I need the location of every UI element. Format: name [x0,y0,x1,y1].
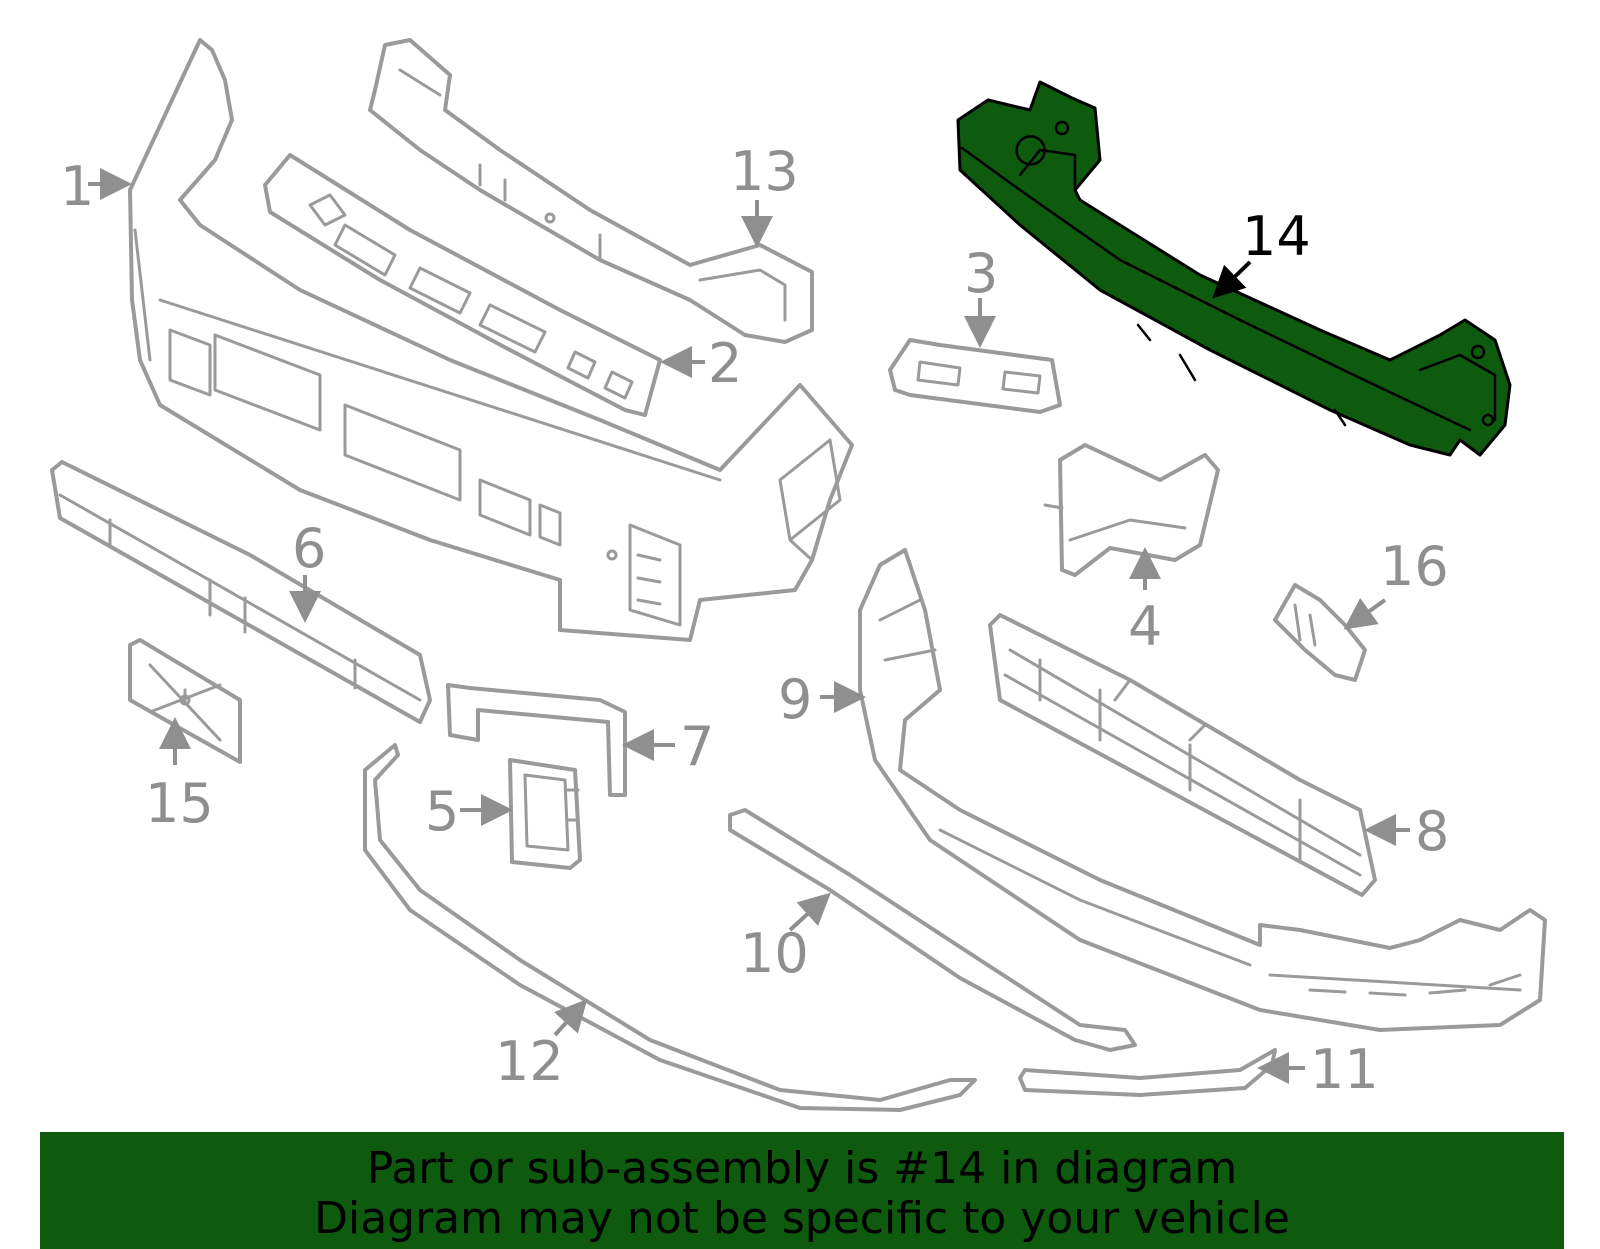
part-11-small-trim [1018,1048,1277,1097]
part-10-trim-strip [728,808,1137,1052]
callout-15: 15 [145,772,214,835]
banner-line-part: Part or sub-assembly is #14 in diagram [366,1143,1238,1194]
part-13-upper-absorber [368,38,814,344]
part-7-side-bracket [446,683,627,797]
part-4-air-duct [1043,443,1220,577]
part-2-grille-support [263,153,662,417]
info-banner: Part or sub-assembly is #14 in diagram D… [40,1132,1564,1249]
part-8-lower-grille [988,613,1377,897]
callout-8: 8 [1415,800,1449,863]
callout-9: 9 [778,668,812,731]
part-15-plate-bracket [128,638,242,764]
part-16-bracket [1273,583,1367,682]
callout-7: 7 [680,715,714,778]
callout-4: 4 [1128,595,1162,658]
callout-labels: 1 2 3 4 5 6 7 8 9 10 11 12 13 14 15 16 [60,140,1449,1101]
callout-14: 14 [1242,205,1311,268]
part-6-lower-strip [50,460,432,724]
callout-13: 13 [730,140,799,203]
callout-10: 10 [740,922,809,985]
callout-6: 6 [292,517,326,580]
part-1-bumper-cover [128,38,854,642]
callout-12: 12 [495,1030,564,1093]
callout-leaders [88,168,1410,1084]
part-5-lamp-frame [508,758,582,870]
part-3-bracket [888,338,1062,414]
banner-line-disclaimer: Diagram may not be specific to your vehi… [314,1193,1290,1244]
part-14-bumper-reinforcement [956,80,1512,457]
part-12-lower-trim [363,743,977,1112]
callout-1: 1 [60,155,94,218]
callout-3: 3 [964,242,998,305]
part-9-lower-cover [858,548,1547,1032]
callout-2: 2 [708,332,742,395]
callout-5: 5 [425,780,459,843]
callout-16: 16 [1380,535,1449,598]
callout-11: 11 [1310,1038,1379,1101]
